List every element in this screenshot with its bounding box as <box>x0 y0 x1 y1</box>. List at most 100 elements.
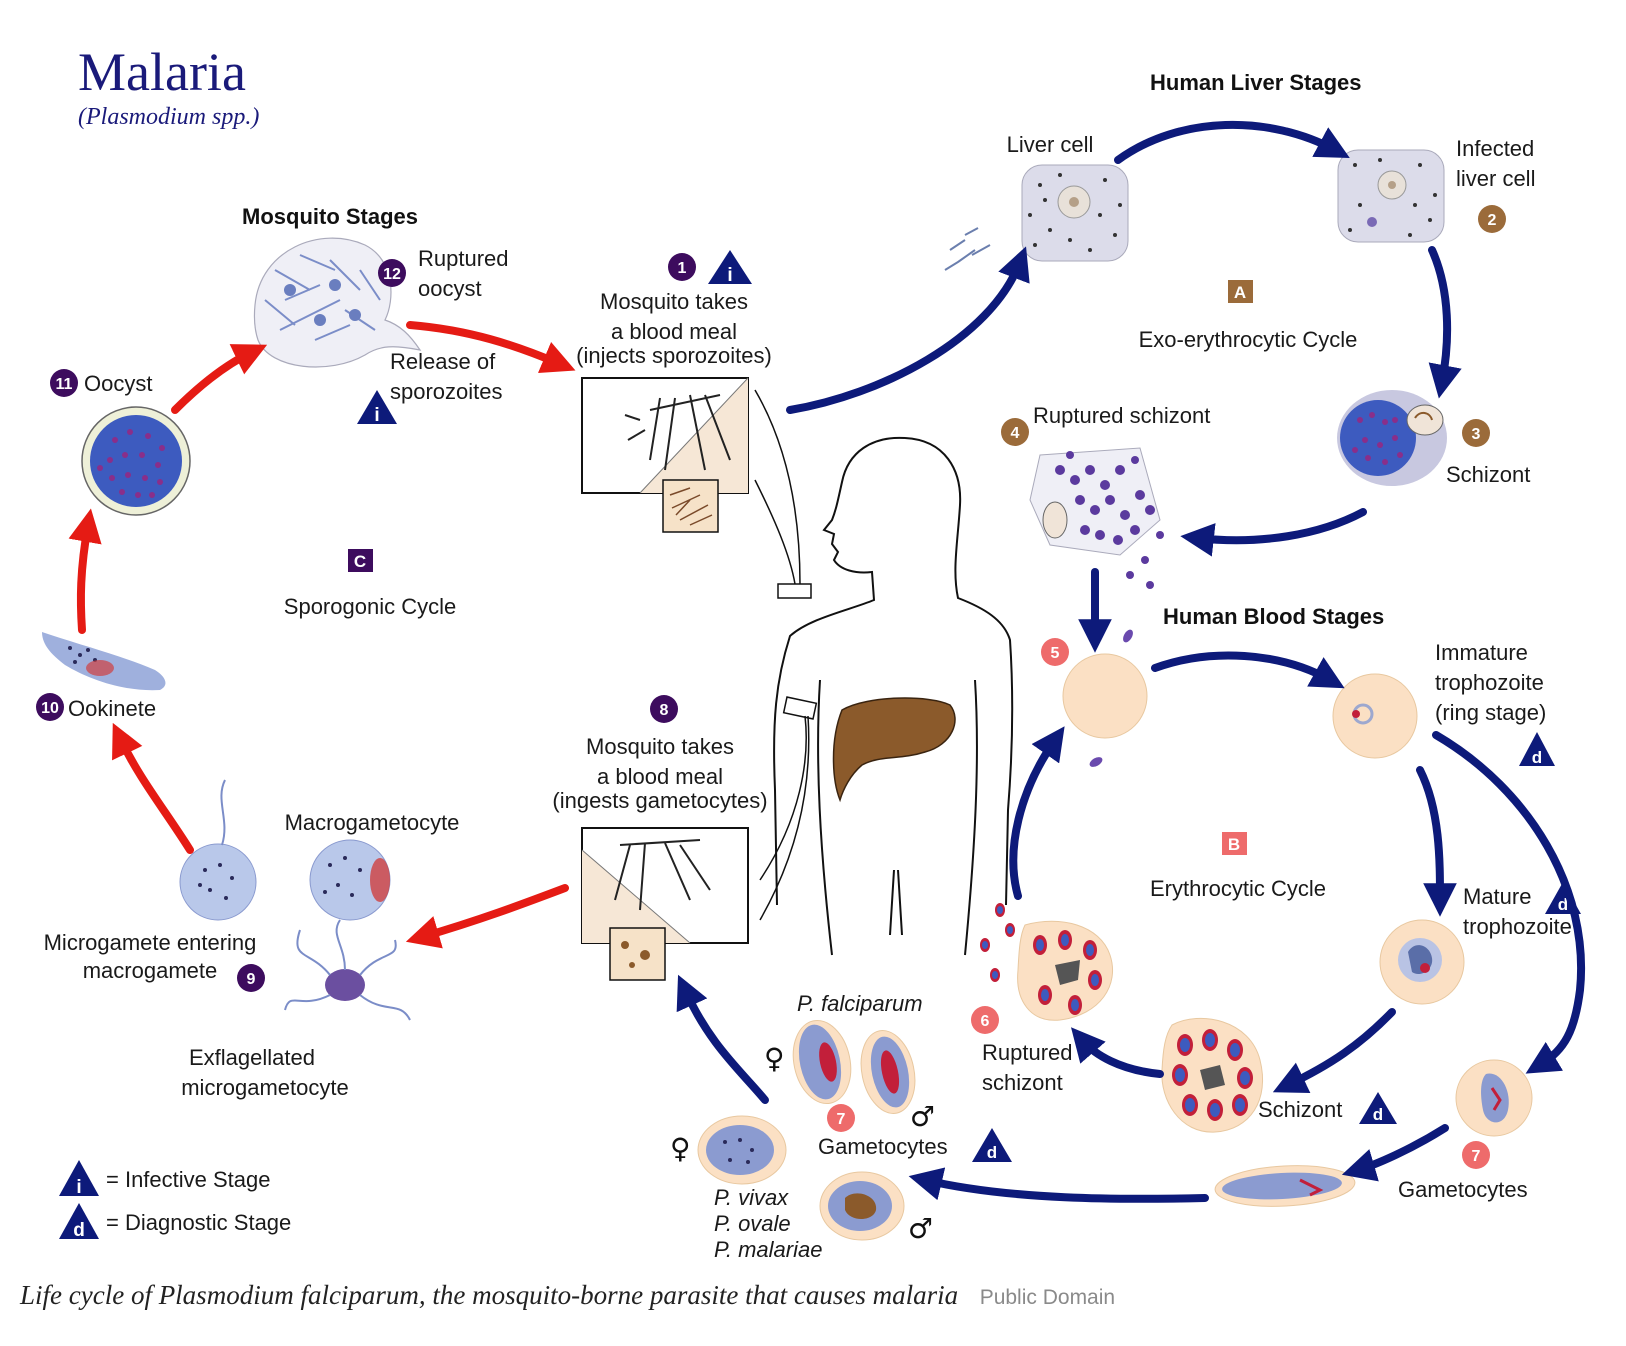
stage-11-number: 11 <box>56 376 73 393</box>
female-symbol-falciparum: ♀ <box>764 1042 785 1075</box>
cycle-c-letter: C <box>354 552 366 571</box>
stage-11-label: Oocyst <box>84 371 152 396</box>
falciparum-female-gametocyte <box>792 1020 852 1104</box>
figure-caption: Life cycle of Plasmodium falciparum, the… <box>20 1280 1115 1311</box>
legend-diagnostic-icon <box>59 1203 99 1239</box>
ruptured-oocyst <box>253 237 422 368</box>
mature-trophozoite-line1: Mature <box>1463 884 1531 909</box>
neck-marker <box>777 583 812 599</box>
stage-9-badge <box>237 964 265 992</box>
stage-8-label-line1: Mosquito takes <box>586 734 734 759</box>
merozoite <box>1123 629 1133 643</box>
diagnostic-stage-icon-letter: d <box>1558 895 1568 914</box>
blood-schizont-label: Schizont <box>1258 1097 1342 1122</box>
stage-10-badge <box>36 693 64 721</box>
species-malariae: P. malariae <box>714 1237 822 1262</box>
pointer-lines <box>754 389 810 921</box>
stage-12-badge <box>378 259 406 287</box>
species-vivax: P. vivax <box>714 1185 789 1210</box>
species-falciparum: P. falciparum <box>797 991 923 1016</box>
stage-6-number: 6 <box>981 1013 990 1030</box>
stage-7-number: 7 <box>837 1111 846 1128</box>
vivax-female-gametocyte <box>697 1115 787 1185</box>
torso-marker <box>782 696 818 720</box>
stage-8-number: 8 <box>660 702 669 719</box>
diagnostic-stage-icon <box>1359 1092 1397 1124</box>
legend-infective-icon-letter: i <box>76 1177 81 1198</box>
immature-trophozoite-line3: (ring stage) <box>1435 700 1546 725</box>
macrogametocyte <box>309 839 391 921</box>
liver-cell <box>1021 164 1129 262</box>
liver-cell-label: Liver cell <box>1007 132 1094 157</box>
immature-trophozoite-line2: trophozoite <box>1435 670 1544 695</box>
stage-2-number: 2 <box>1488 212 1497 229</box>
stage-2-label-line2: liver cell <box>1456 166 1535 191</box>
legend-diagnostic-label: = Diagnostic Stage <box>106 1210 291 1235</box>
female-symbol-other: ♀ <box>670 1132 691 1165</box>
stage-3-number: 3 <box>1472 426 1481 443</box>
stage-6-label-line1: Ruptured <box>982 1040 1073 1065</box>
liver-schizont <box>1337 390 1447 486</box>
cycle-c-marker <box>348 549 373 572</box>
male-symbol-other: ♂ <box>908 1212 933 1245</box>
stage-7-number: 7 <box>1472 1148 1481 1165</box>
infective-stage-icon-letter: i <box>374 405 379 426</box>
stage-2-badge <box>1478 205 1506 233</box>
sporozoites-entering <box>944 227 991 271</box>
navy-arrows <box>676 120 1586 1203</box>
stage-7-badge <box>827 1104 855 1132</box>
mature-trophozoite-line2: trophozoite <box>1463 914 1572 939</box>
exflagellated-label-line1: Exflagellated <box>189 1045 315 1070</box>
cycle-a-letter: A <box>1234 283 1246 302</box>
stage-8-label-line3: (ingests gametocytes) <box>552 788 767 813</box>
stage-4-label: Ruptured schizont <box>1033 403 1210 428</box>
macrogametocyte-label: Macrogametocyte <box>285 810 460 835</box>
stage-2-label-line1: Infected <box>1456 136 1534 161</box>
gametocytes-label: Gametocytes <box>818 1134 948 1159</box>
cycle-b-letter: B <box>1228 835 1240 854</box>
exflagellated-label-line2: microgametocyte <box>181 1075 349 1100</box>
diagnostic-stage-icon <box>1519 732 1555 766</box>
stage-1-label-line2: a blood meal <box>611 319 737 344</box>
diagnostic-stage-icon-letter: d <box>1373 1105 1383 1124</box>
cycle-c-label: Sporogonic Cycle <box>284 594 456 619</box>
diagnostic-stage-icon-letter: d <box>987 1143 997 1162</box>
stage-1-label-line3: (injects sporozoites) <box>576 343 772 368</box>
gametocytes-label-right: Gametocytes <box>1398 1177 1528 1202</box>
blood-stages-heading: Human Blood Stages <box>1163 604 1384 629</box>
diagram-subtitle: (Plasmodium spp.) <box>78 104 259 130</box>
liver-organ <box>832 697 956 803</box>
infected-liver-cell <box>1337 149 1445 243</box>
red-blood-cell <box>1062 653 1148 739</box>
stage-10-number: 10 <box>41 700 59 717</box>
ruptured-liver-schizont <box>1029 447 1164 589</box>
blood-schizont-cell <box>1161 1018 1264 1133</box>
stage-6-label-line2: schizont <box>982 1070 1063 1095</box>
exflagellated-microgametocyte <box>284 919 411 1021</box>
stage-10-label: Ookinete <box>68 696 156 721</box>
human-body-outline <box>773 436 1014 956</box>
falciparum-male-gametocyte <box>860 1030 916 1114</box>
stage-7-badge <box>1462 1141 1490 1169</box>
stage-9-label-line1: Microgamete entering <box>44 930 257 955</box>
legend-infective-label: = Infective Stage <box>106 1167 271 1192</box>
stage-4-number: 4 <box>1011 425 1020 442</box>
infective-stage-icon-letter: i <box>727 265 732 286</box>
oocyst <box>81 406 191 516</box>
stage-5-number: 5 <box>1051 645 1060 662</box>
stage-9-label-line2: macrogamete <box>83 958 218 983</box>
falciparum-gametocyte-right <box>1455 1059 1533 1137</box>
stage-12-label-line1: Ruptured <box>418 246 509 271</box>
merozoite <box>1089 757 1103 767</box>
mature-trophozoite-cell <box>1379 919 1465 1005</box>
stage-3-badge <box>1462 419 1490 447</box>
stage-1-number: 1 <box>678 260 687 277</box>
caption-text: Life cycle of Plasmodium falciparum, the… <box>20 1280 959 1310</box>
stage-1-badge <box>668 253 696 281</box>
cycle-a-label: Exo-erythrocytic Cycle <box>1139 327 1358 352</box>
stage-9-number: 9 <box>247 971 256 988</box>
stage-11-badge <box>50 369 78 397</box>
liver-stages-heading: Human Liver Stages <box>1150 70 1362 95</box>
species-ovale: P. ovale <box>714 1211 791 1236</box>
